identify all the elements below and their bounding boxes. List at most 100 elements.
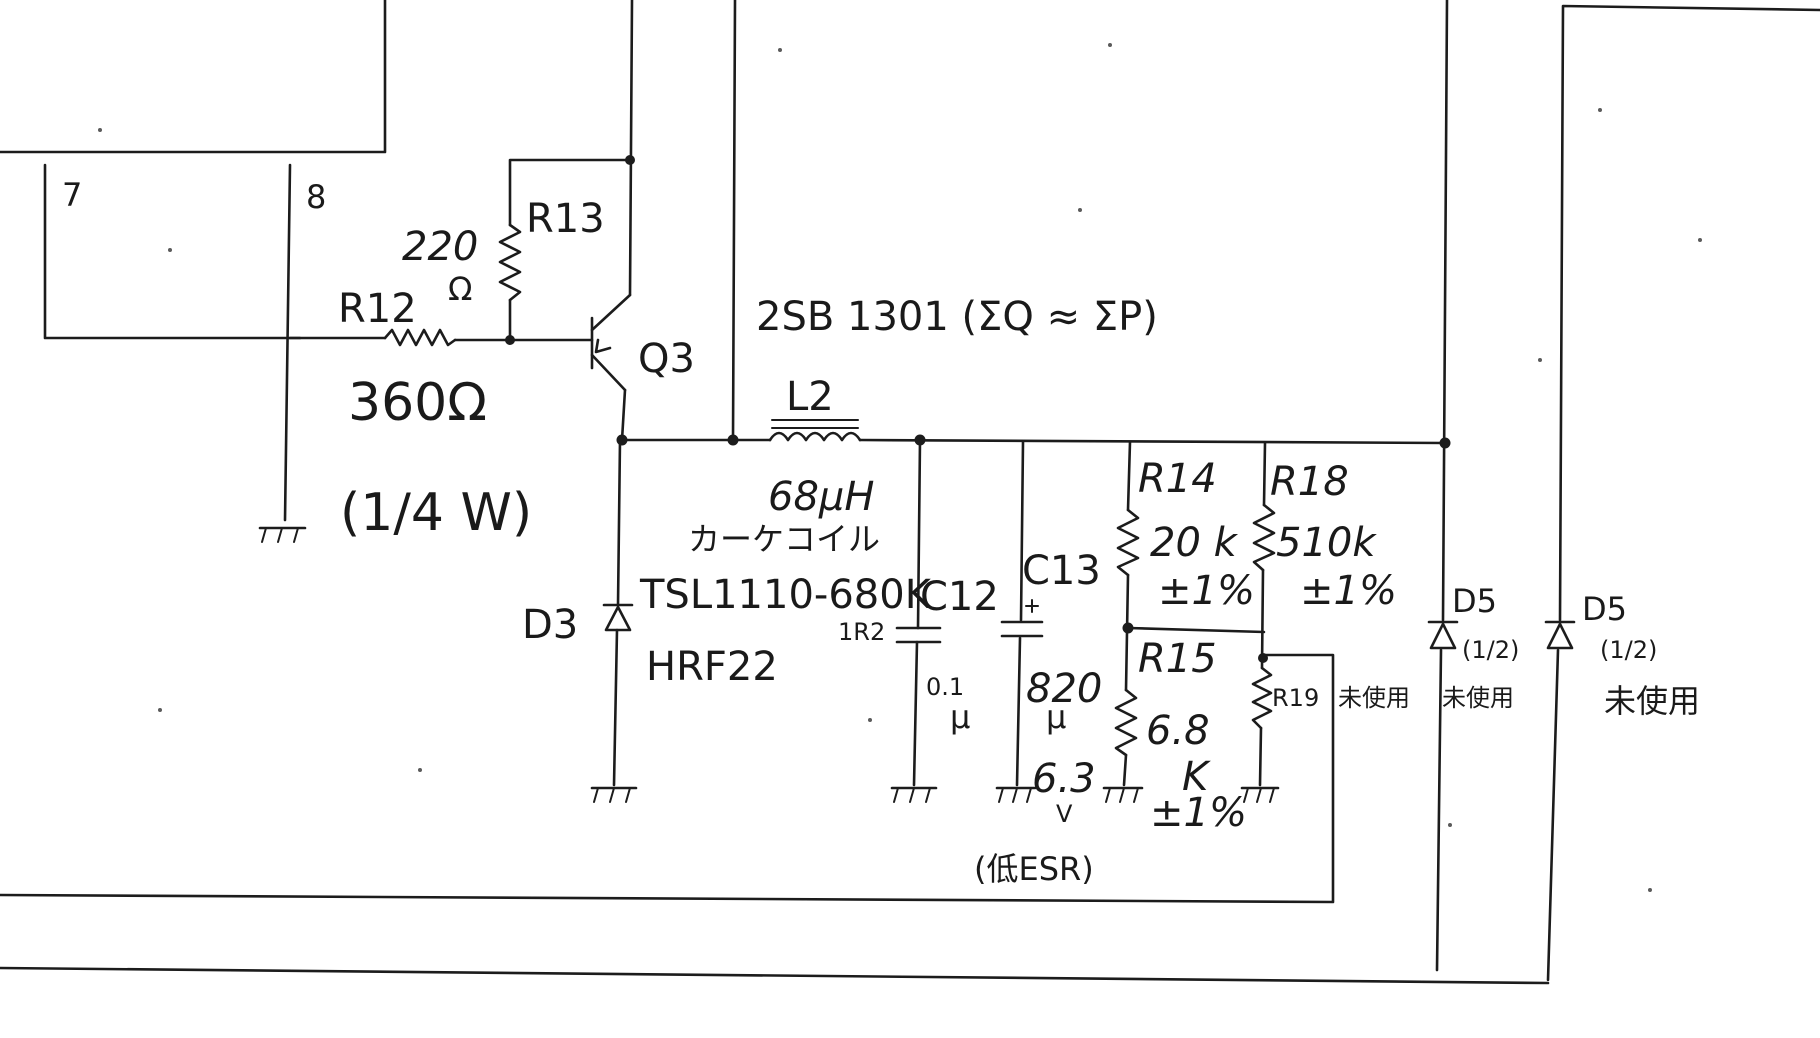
scan-speck: [418, 768, 422, 772]
scan-speck: [168, 248, 172, 252]
q3-emitter-lead: [590, 293, 632, 332]
d3-triangle: [604, 605, 632, 632]
r18-wire-top: [1262, 441, 1267, 507]
r13-ref: R13: [526, 196, 605, 242]
ground-icon: [1102, 786, 1144, 803]
r19-wire-bottom: [1258, 726, 1263, 787]
junction-dot: [914, 434, 926, 446]
c13-ref: C13: [1022, 548, 1101, 594]
d5b-note: (1/2): [1600, 636, 1657, 664]
scan-speck: [1078, 208, 1082, 212]
scan-specks: [98, 43, 1702, 892]
c12-wire-top: [916, 438, 922, 630]
scan-speck: [1108, 43, 1112, 47]
c12-ref: C12: [920, 574, 999, 620]
ground-icon: [995, 786, 1037, 803]
r15-value: 6.8: [1146, 708, 1210, 754]
feedback-link-wire: [1126, 626, 1266, 634]
right-vertical-wire-b: [1558, 4, 1820, 622]
l2-ref: L2: [786, 374, 834, 420]
diode-symbols: [602, 603, 1576, 650]
q3-collector-lead: [590, 353, 627, 392]
l2-inductor-symbol: [768, 419, 862, 442]
capacitor-symbols: [895, 599, 1044, 644]
bottom-wire: [0, 966, 1550, 985]
r12-value: 360Ω: [348, 373, 487, 433]
wires: [0, 0, 1820, 985]
r14-tol: ±1%: [1158, 568, 1255, 614]
r15-tol: ±1%: [1150, 790, 1247, 836]
ground-icon: [258, 526, 307, 543]
c12-unit: μ: [950, 698, 970, 736]
q3-part: 2SB 1301 (ΣQ ≈ ΣP): [756, 294, 1158, 340]
scan-speck: [778, 48, 782, 52]
r15-unit: K: [1182, 754, 1211, 800]
r18-r19-wire: [1260, 568, 1265, 670]
d5b-status: 未使用: [1604, 682, 1700, 720]
c12-wire-bottom: [912, 640, 919, 787]
pin7-label: 7: [62, 176, 82, 214]
d5b-triangle: [1546, 622, 1574, 650]
r19-ref: R19: [1272, 684, 1319, 712]
c13-unit: μ: [1046, 698, 1066, 736]
r15-symbol: [1114, 688, 1138, 757]
junction-dot: [1439, 437, 1451, 449]
r12-ref: R12: [338, 286, 417, 332]
c13-voltage: 6.3: [1032, 756, 1096, 802]
ground-icon: [1240, 786, 1280, 803]
r15-ref: R15: [1138, 636, 1217, 682]
ground-symbols: [258, 526, 1280, 803]
junction-dot: [1258, 653, 1268, 663]
junction-dot: [505, 335, 515, 345]
l2-alt: HRF22: [646, 644, 778, 690]
scan-speck: [158, 708, 162, 712]
l2-type: カーケコイル: [688, 520, 880, 558]
bus-wire-right: [858, 438, 1447, 445]
l2-part: TSL1110-680K: [639, 572, 933, 618]
r14-wire-top: [1126, 440, 1132, 512]
r14-value: 20 k: [1150, 520, 1239, 566]
r12-power: (1/4 W): [340, 483, 532, 543]
d3-ref: D3: [522, 602, 578, 648]
r18-tol: ±1%: [1300, 568, 1397, 614]
r19-symbol: [1251, 666, 1273, 730]
c13-wire-bottom: [1015, 636, 1022, 787]
junction-dot: [616, 434, 628, 446]
r14-symbol: [1116, 508, 1140, 577]
d5b-ref: D5: [1582, 590, 1627, 628]
r19-note: 未使用: [1338, 684, 1410, 712]
pin7-wire: [43, 163, 302, 340]
supply-wire: [628, 0, 634, 297]
q3-emitter-arrow: [594, 338, 612, 354]
labels: 7 8 R13 220 Ω R12 360Ω (1/4 W) Q3 2SB 13…: [62, 176, 1700, 888]
ic-outline-wire: [0, 0, 387, 154]
right-vertical-wire-a: [1441, 0, 1449, 622]
q3-transistor-symbol: [590, 293, 632, 392]
r18-symbol: [1252, 503, 1276, 572]
scan-speck: [1448, 823, 1452, 827]
c13-note: (低ESR): [974, 850, 1094, 888]
feedback-return-wire: [0, 653, 1335, 904]
collector-wire: [620, 388, 627, 442]
c13-voltage-unit: V: [1056, 800, 1073, 828]
c13-value: 820: [1026, 666, 1102, 712]
pin8-wire: [283, 163, 292, 522]
top-vertical-wire: [731, 0, 737, 442]
r13-value: 220: [402, 224, 478, 270]
scan-speck: [1598, 108, 1602, 112]
l2-value: 68μH: [768, 474, 874, 520]
r13-unit: Ω: [448, 270, 472, 308]
junction-dot: [625, 155, 635, 165]
right-vertical-wire-b-low: [1546, 648, 1560, 982]
scan-speck: [868, 718, 872, 722]
d5a-status: 未使用: [1442, 684, 1514, 712]
ground-icon: [590, 786, 638, 803]
r14-ref: R14: [1138, 456, 1217, 502]
resistor-symbols: [383, 223, 1276, 757]
l2-rating: 1R2: [838, 618, 885, 646]
c12-value: 0.1: [926, 673, 964, 701]
d3-wire-bottom: [612, 628, 619, 787]
r13-wire-top: [508, 158, 632, 227]
d5a-ref: D5: [1452, 582, 1497, 620]
